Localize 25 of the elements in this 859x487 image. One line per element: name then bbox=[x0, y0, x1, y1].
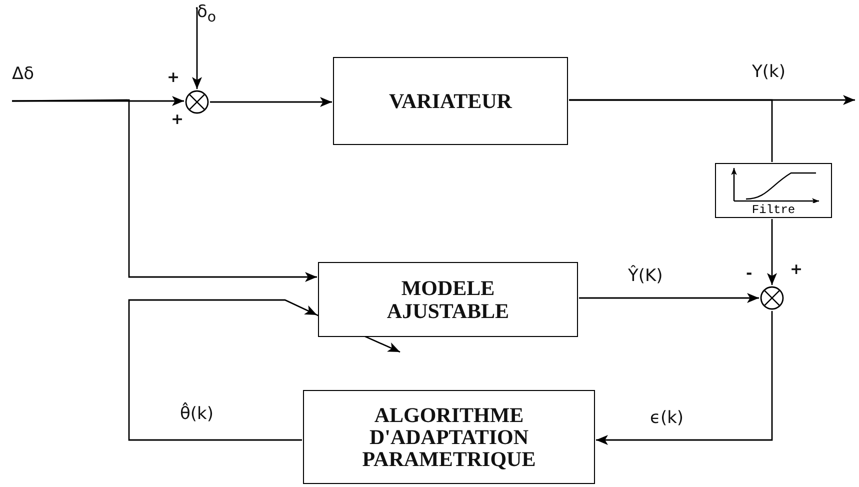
process-block: ALGORITHME D'ADAPTATION PARAMETRIQUE bbox=[303, 390, 595, 484]
edge-label: θ̂(k) bbox=[180, 404, 214, 424]
signal-label: Δδ bbox=[12, 64, 62, 100]
arrow bbox=[192, 7, 202, 89]
sign-label: + bbox=[167, 68, 180, 86]
arrow bbox=[12, 99, 317, 282]
filter-block bbox=[715, 163, 832, 218]
sign-label: - bbox=[746, 264, 752, 282]
edge-label: Ŷ(K) bbox=[628, 266, 663, 286]
process-block: MODELE AJUSTABLE bbox=[318, 262, 578, 337]
filter-label: Filtre bbox=[752, 202, 796, 216]
edge-label: ϵ(k) bbox=[650, 408, 684, 428]
arrow bbox=[579, 293, 759, 303]
process-block: VARIATEUR bbox=[333, 57, 568, 145]
arrow bbox=[210, 97, 332, 107]
sign-label: + bbox=[171, 110, 184, 128]
signal-label: δ$_{o}$ bbox=[197, 2, 237, 30]
sign-label: + bbox=[790, 260, 803, 278]
summing-junction bbox=[760, 286, 784, 310]
edge-label: Y(k) bbox=[752, 62, 786, 82]
summing-junction bbox=[185, 90, 209, 114]
arrow bbox=[596, 311, 773, 445]
arrow bbox=[128, 299, 318, 441]
arrow bbox=[767, 219, 777, 285]
connector-line bbox=[569, 99, 773, 162]
